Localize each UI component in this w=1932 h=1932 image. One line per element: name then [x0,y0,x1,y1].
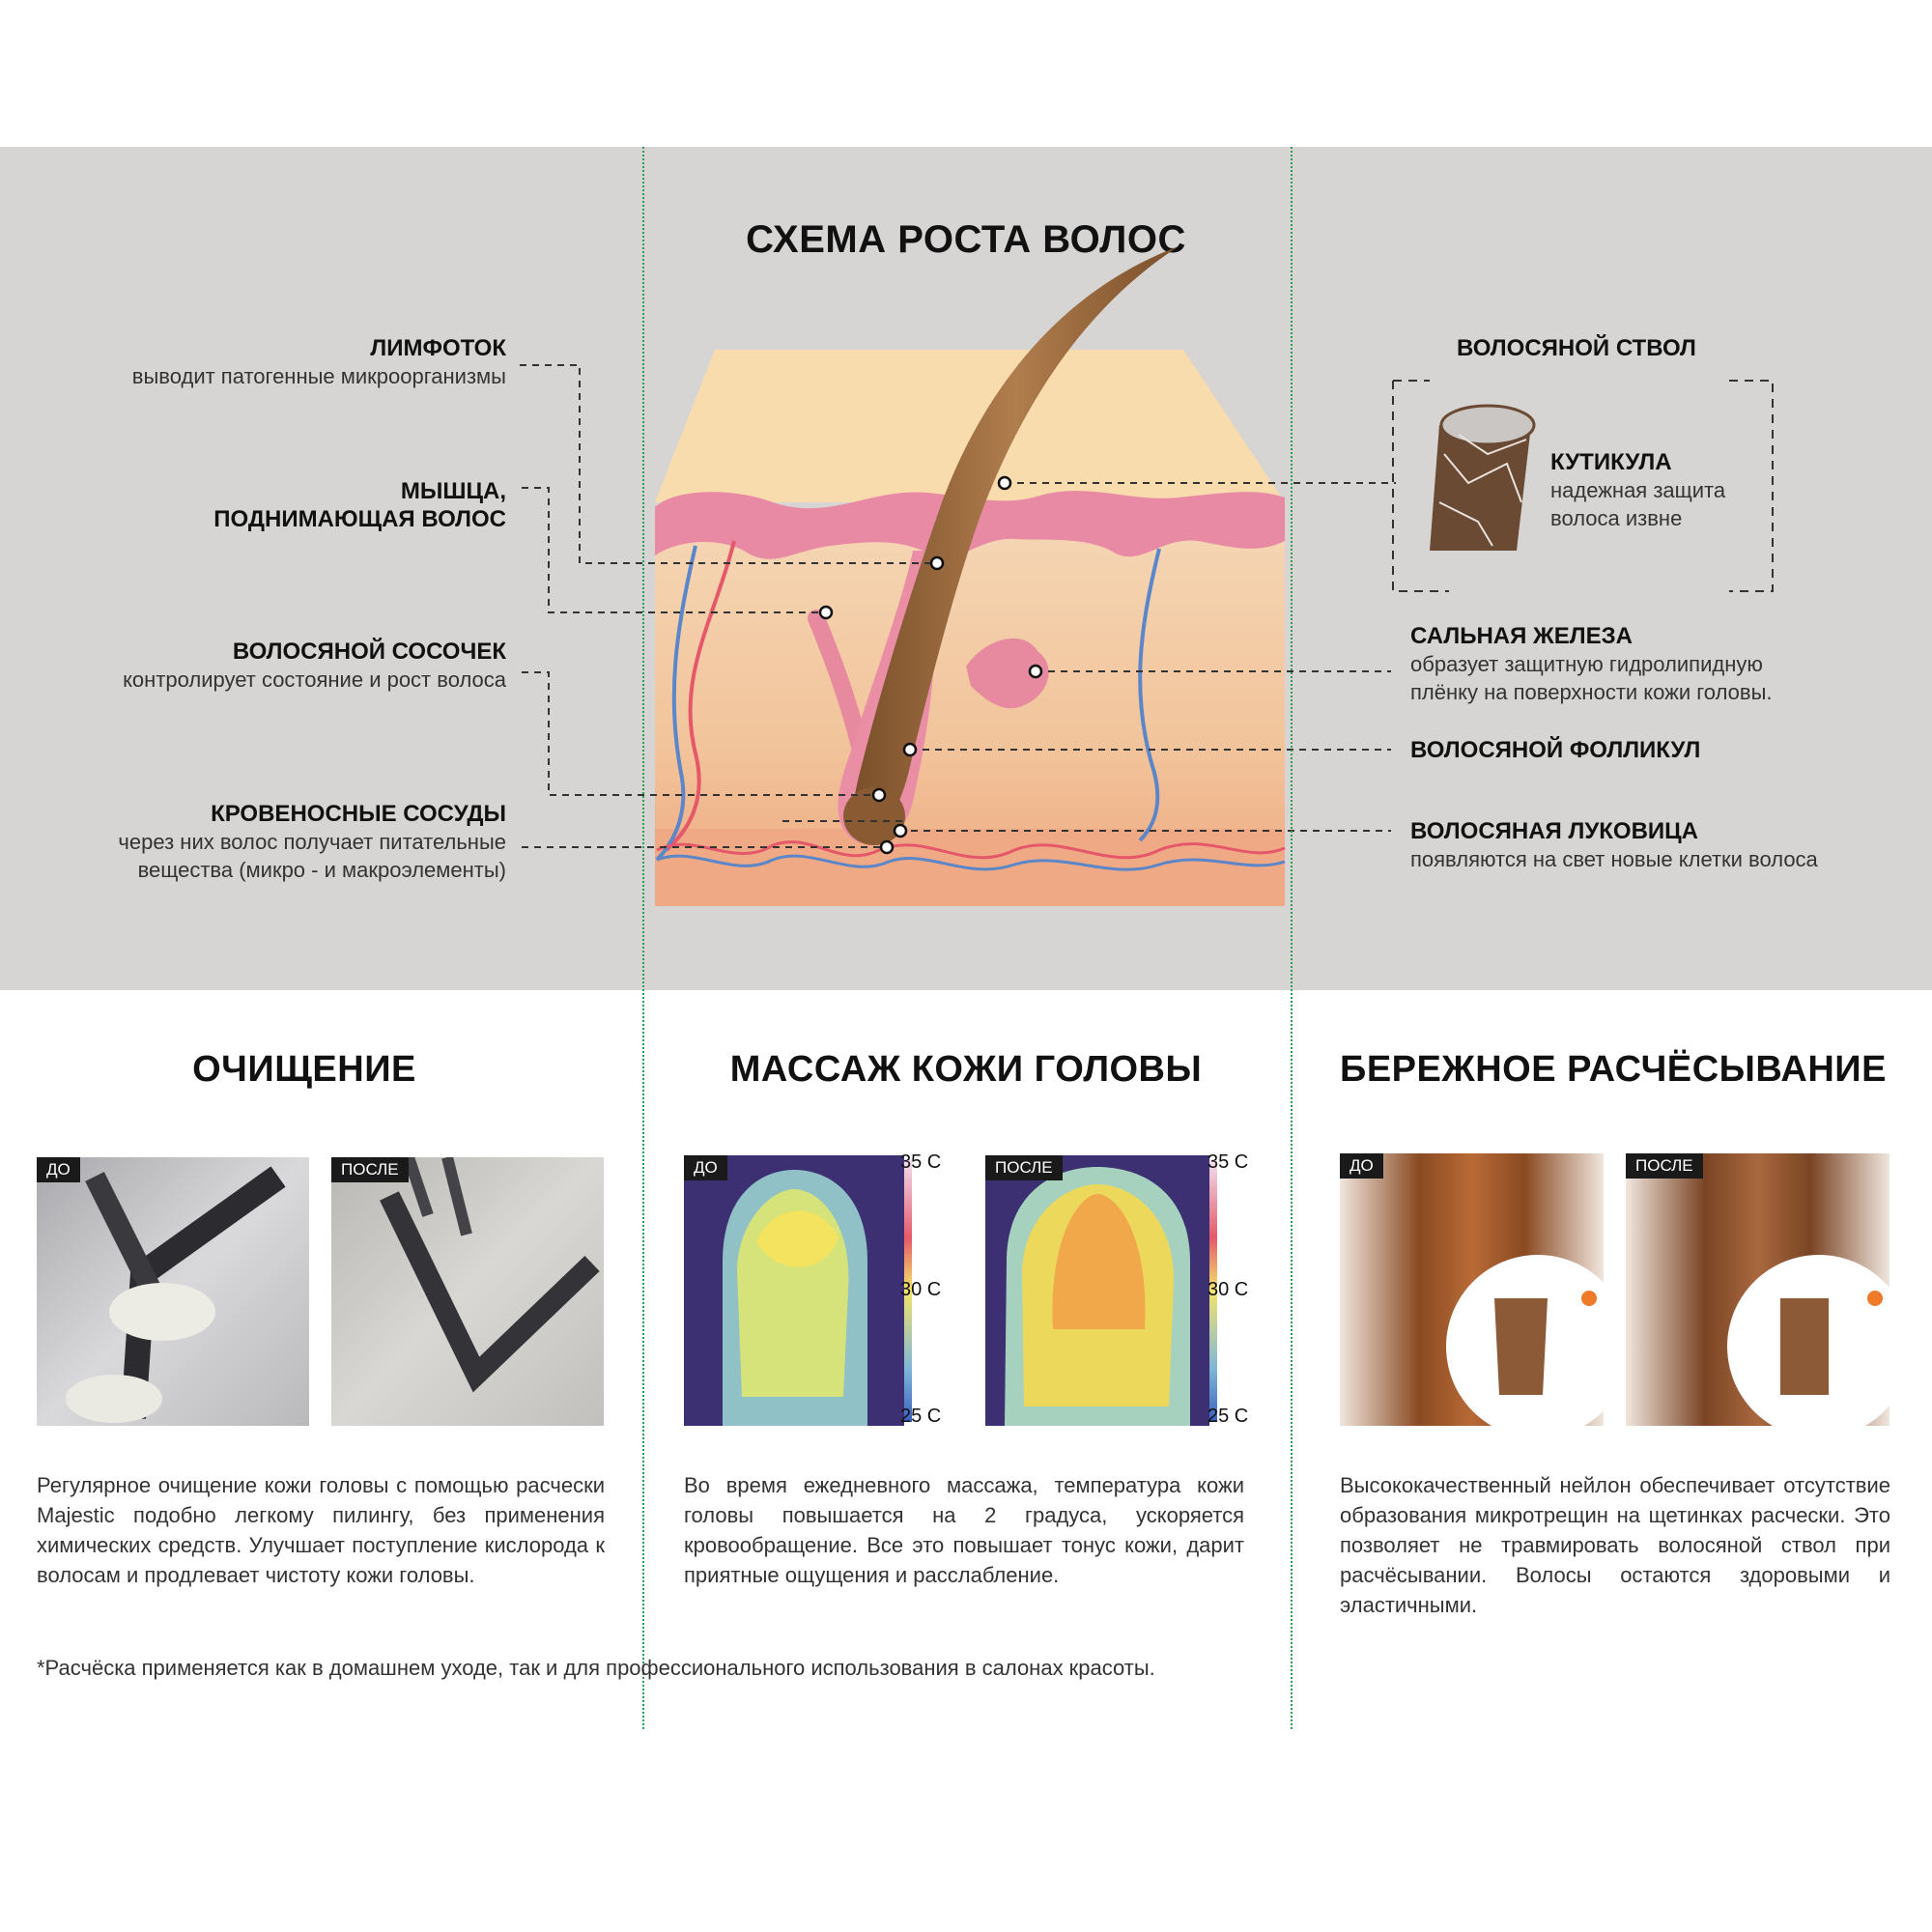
artery-vessel [665,540,736,852]
scale-label-bot-2: 25 C [1208,1406,1249,1427]
tag-after: ПОСЛЕ [985,1155,1063,1180]
scale-label-bot: 25 C [900,1406,942,1427]
text-combing: Высококачественный нейлон обеспечивает о… [1340,1473,1890,1617]
capillary-network-blue [656,854,1286,871]
hair-bulb [843,787,905,845]
capillary-network [656,840,1286,860]
label-papilla: ВОЛОСЯНОЙ СОСОЧЕК контролирует состояние… [123,639,506,692]
label-follicle: ВОЛОСЯНОЙ ФОЛЛИКУЛ [1410,737,1701,763]
skin-top-surface [655,350,1285,502]
thermal-scale-bar [904,1159,912,1422]
scale-label-top-2: 35 C [1208,1151,1249,1173]
label-vessels: КРОВЕНОСНЫЕ СОСУДЫ через них волос получ… [118,801,506,882]
tag-after: ПОСЛЕ [331,1157,409,1182]
diagram-title: СХЕМА РОСТА ВОЛОС [746,218,1186,261]
section-title-massage: МАССАЖ КОЖИ ГОЛОВЫ [729,1049,1203,1090]
cuticle-icon [1430,404,1536,551]
thermal-scale-bar-2 [1209,1159,1217,1422]
column-guide-left [642,147,644,1729]
photo-combing-after: ПОСЛЕ [1626,1153,1889,1426]
tag-before: ДО [684,1155,727,1180]
scale-label-top: 35 C [900,1151,942,1173]
tag-before: ДО [37,1157,80,1182]
column-guide-right [1291,147,1293,1729]
footnote: *Расчёска применяется как в домашнем ухо… [37,1656,1155,1680]
section-title-cleansing: ОЧИЩЕНИЕ [192,1049,416,1090]
label-lymph: ЛИМФОТОК выводит патогенные микроорганиз… [131,335,506,388]
section-title-combing: БЕРЕЖНОЕ РАСЧЁСЫВАНИЕ [1340,1049,1887,1090]
photo-cleansing-before: ДО [37,1157,309,1426]
thermal-before: ДО [684,1155,904,1426]
hair-diagram-illustration [520,246,1774,906]
photo-cleansing-after: ПОСЛЕ [331,1157,604,1426]
label-hair-shaft: ВОЛОСЯНОЙ СТВОЛ [1457,335,1696,361]
vein-vessel-right [1138,548,1161,842]
tag-after: ПОСЛЕ [1626,1153,1703,1179]
label-muscle: МЫШЦА, ПОДНИМАЮЩАЯ ВОЛОС [213,478,506,532]
hair-shaft [854,246,1179,830]
text-massage: Во время ежедневного массажа, температур… [684,1473,1244,1587]
text-cleansing: Регулярное очищение кожи головы с помощь… [37,1473,605,1587]
vein-vessel [655,545,697,862]
label-bulb: ВОЛОСЯНАЯ ЛУКОВИЦА появляются на свет но… [1410,818,1818,871]
sebaceous-gland [966,638,1049,709]
label-cuticle: КУТИКУЛА надежная защита волоса извне [1550,449,1726,530]
scale-label-mid: 30 C [900,1279,942,1300]
photo-combing-before: ДО [1340,1153,1604,1426]
thermal-after: ПОСЛЕ [985,1155,1209,1426]
tag-before: ДО [1340,1153,1383,1179]
label-gland: САЛЬНАЯ ЖЕЛЕЗА образует защитную гидроли… [1410,623,1773,704]
scale-label-mid-2: 30 C [1208,1279,1249,1300]
